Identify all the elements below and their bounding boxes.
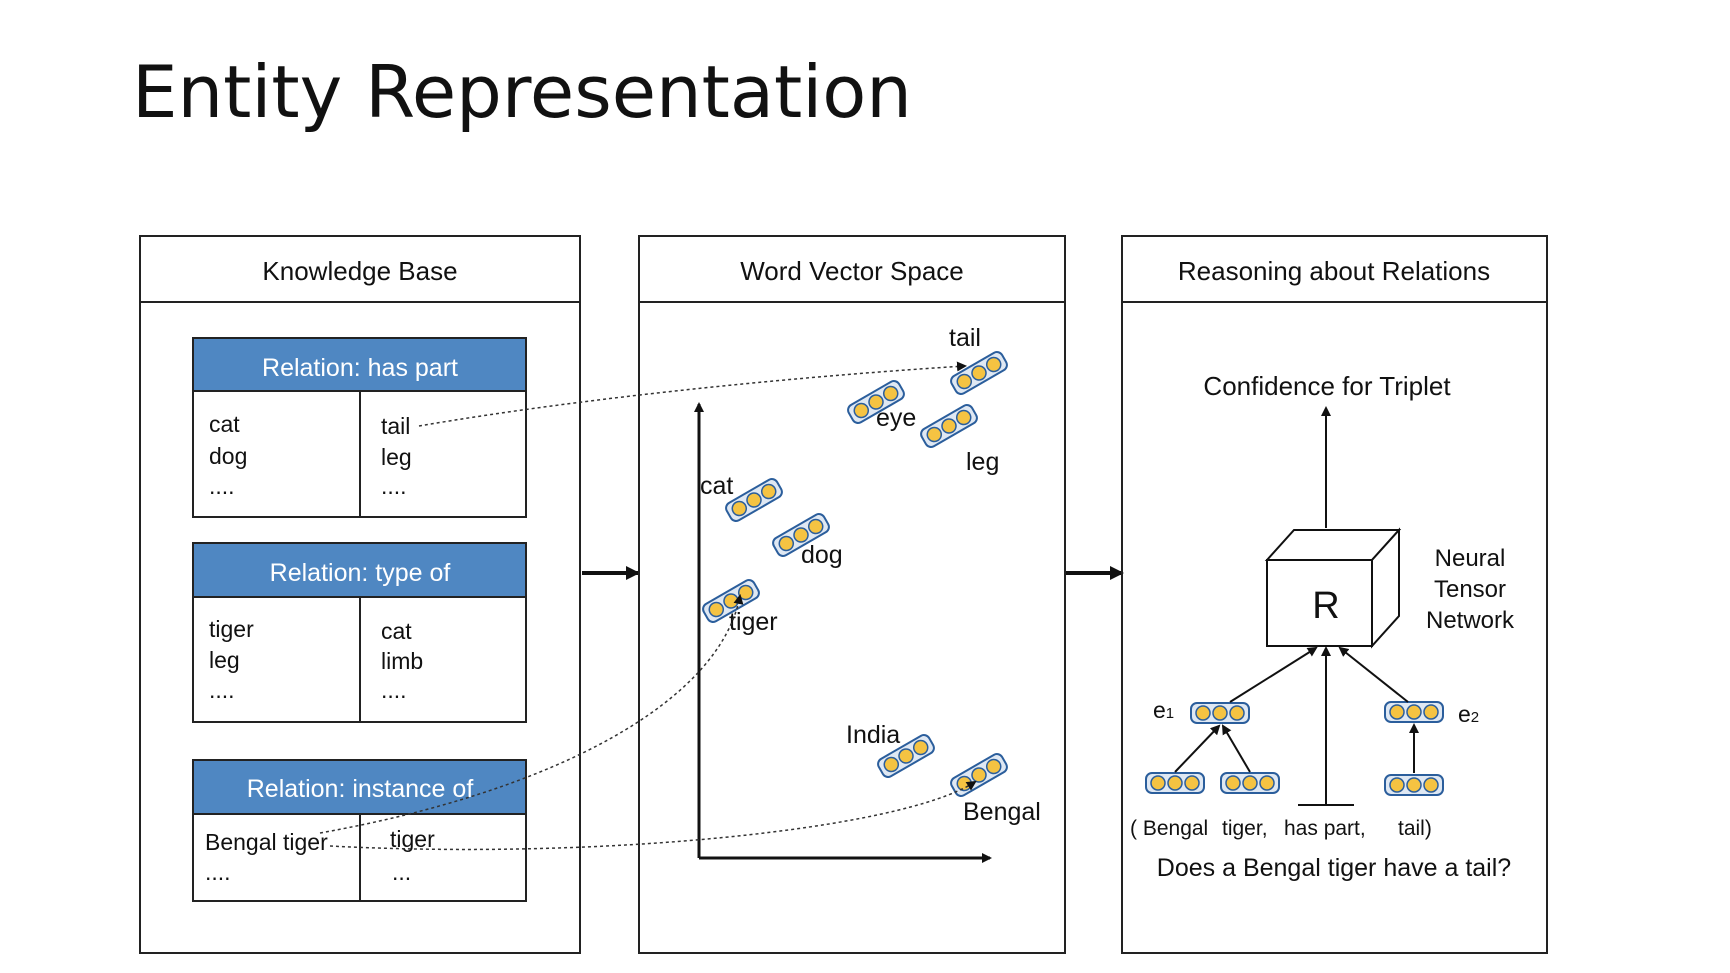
table-cell: cat [209,411,240,437]
link-tail [418,361,967,427]
relation-title: Relation: has part [262,354,458,382]
table-cell: dog [209,443,247,469]
table-cell: .... [205,859,231,885]
relation-table-has-part: Relation: has part cat dog .... tail leg… [192,337,527,518]
triplet-token: has part, [1284,817,1366,840]
table-cell: leg [209,647,240,673]
triplet-token: tiger, [1222,817,1268,840]
triplet-token: tail) [1398,817,1432,840]
knowledge-base-panel: Knowledge Base Relation: has part cat do… [139,235,581,954]
confidence-label: Confidence for Triplet [1203,371,1451,401]
link-tiger [319,594,744,834]
dotted-links [319,361,977,851]
table-cell: cat [381,618,412,644]
word-label: India [846,721,900,749]
word-vector-space-panel: Word Vector Space tail eye leg cat dog t… [638,235,1066,954]
word-label: eye [876,404,916,432]
word-label: tail [949,324,981,352]
word-vector [947,348,1011,398]
word-label: cat [700,472,733,500]
reasoning-panel: Reasoning about Relations Confidence for… [1121,235,1548,954]
word-vector-space-header: Word Vector Space [740,256,964,286]
relation-title: Relation: type of [270,559,451,587]
word-label: tiger [729,608,778,636]
word-vector-bengal [1145,772,1205,794]
table-cell: limb [381,648,423,674]
triplet-token: ( Bengal [1130,817,1208,840]
table-cell: ... [392,859,411,885]
table-cell: tail [381,413,410,439]
tensor-cube: R [1264,527,1402,649]
word-label: dog [801,541,843,569]
word-vector-tiger [1220,772,1280,794]
table-cell: .... [381,473,407,499]
network-label-line: Network [1426,607,1515,634]
e2-label: e2 [1458,701,1479,727]
question-text: Does a Bengal tiger have a tail? [1157,854,1511,882]
cube-label: R [1312,585,1339,627]
e1-vector [1190,702,1250,724]
page-title: Entity Representation [132,50,912,134]
relation-table-instance-of: Relation: instance of Bengal tiger .... … [192,759,527,902]
word-vector [947,750,1011,800]
word-label: Bengal [963,798,1041,826]
network-label-line: Neural [1435,545,1506,572]
e2-vector [1384,701,1444,723]
table-cell: Bengal tiger [205,829,328,855]
word-vector-tail [1384,774,1444,796]
table-cell: tiger [209,616,254,642]
relation-title: Relation: instance of [247,775,474,803]
link-bengal [329,780,977,851]
table-cell: leg [381,444,412,470]
table-cell: .... [381,677,407,703]
table-cell: .... [209,677,235,703]
knowledge-base-header: Knowledge Base [262,256,457,286]
relation-table-type-of: Relation: type of tiger leg .... cat lim… [192,542,527,723]
table-cell: tiger [390,826,435,852]
network-label-line: Tensor [1434,576,1506,603]
e1-label: e1 [1153,697,1174,723]
word-label: leg [966,448,999,476]
word-vector [917,401,981,451]
table-cell: .... [209,473,235,499]
reasoning-header: Reasoning about Relations [1178,256,1490,286]
